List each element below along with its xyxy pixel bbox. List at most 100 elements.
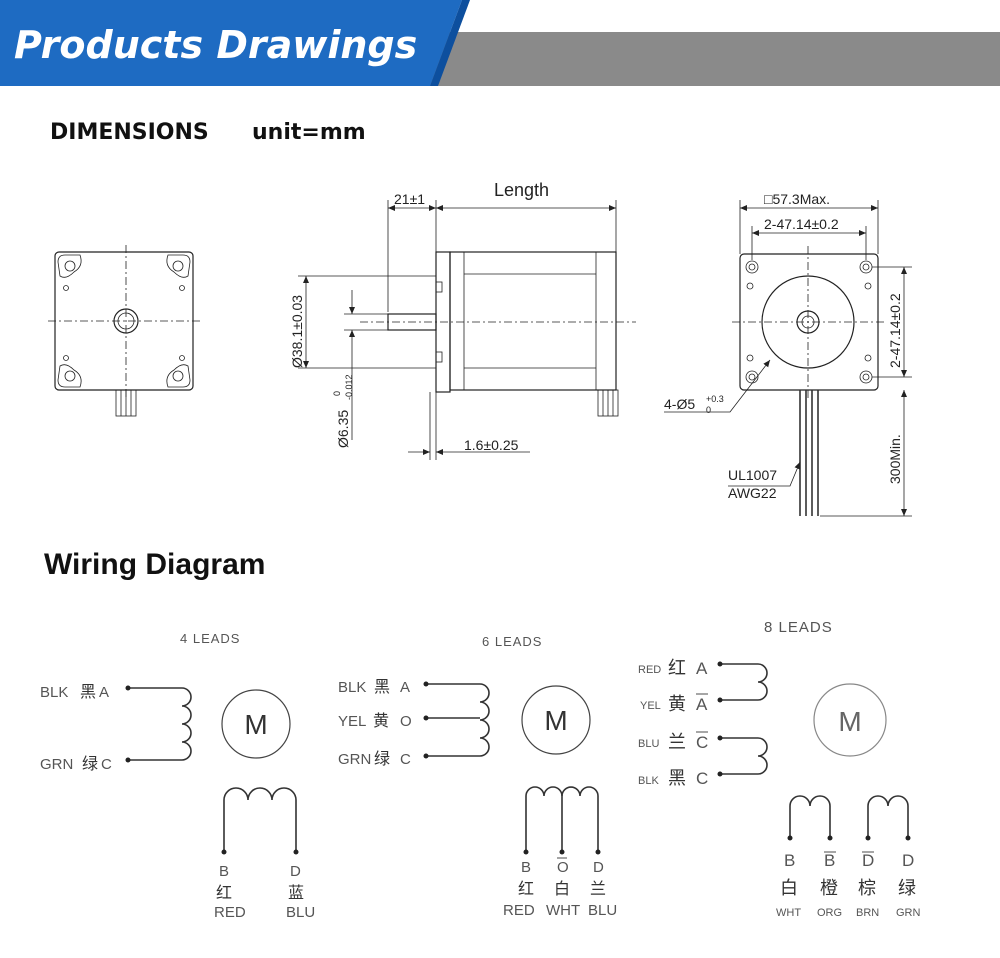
eight-leads-title: 8 LEADS <box>764 619 833 636</box>
cable-spec-1-label: UL1007 <box>728 467 777 483</box>
six-leads-bottom-en-2: BLU <box>588 902 617 919</box>
six-leads-left-cn-2: 绿 <box>374 749 390 768</box>
header-banner: Products Drawings <box>0 0 1000 86</box>
four-leads-terminal-d <box>293 849 299 855</box>
six-leads-motor-label: M <box>544 705 567 736</box>
six-leads-bottom-letter-2: D <box>593 859 604 876</box>
six-leads-terminal-a <box>423 681 429 687</box>
eight-leads-bottom-cn-3: 绿 <box>898 878 916 899</box>
eight-leads-terminal-c <box>717 771 723 777</box>
four-leads-bottom-en-0: RED <box>214 904 246 921</box>
eight-leads-left-en-1: YEL <box>640 700 661 712</box>
four-leads-terminal-b <box>221 849 227 855</box>
banner-gray-band <box>418 32 1000 86</box>
dimensions-heading: DIMENSIONS <box>50 120 209 145</box>
eight-leads-bottom-en-0: WHT <box>776 907 801 919</box>
shaft-tol-upper: 0 <box>332 391 342 396</box>
six-leads-left-cn-0: 黑 <box>374 677 390 696</box>
six-leads-bottom-cn-0: 红 <box>518 879 534 898</box>
eight-leads-left-cn-3: 黑 <box>668 768 686 789</box>
eight-leads-terminal-a <box>717 661 723 667</box>
hole-spacing-v-label: 2-47.14±0.2 <box>887 293 903 368</box>
shaft-diameter-label: Ø6.35 <box>335 410 351 448</box>
eight-leads-bottom-letter-0: B <box>784 851 795 870</box>
flange-thickness-label: 1.6±0.25 <box>464 437 519 453</box>
six-leads-terminal-o <box>423 715 429 721</box>
hole-spacing-h-label: 2-47.14±0.2 <box>764 216 839 232</box>
front-view <box>48 245 200 417</box>
eight-leads-left-cn-1: 黄 <box>668 694 686 715</box>
eight-leads-left-letter-3: C <box>696 769 708 788</box>
eight-leads-terminal-cbar <box>717 735 723 741</box>
four-leads-left-en-1: GRN <box>40 756 73 773</box>
four-leads-left-en-0: BLK <box>40 684 68 701</box>
eight-leads-left-letter-0: A <box>696 659 708 678</box>
eight-leads-terminal-d <box>905 835 911 841</box>
six-leads-left-letter-2: C <box>400 751 411 768</box>
length-label: Length <box>494 180 549 200</box>
shaft-diameter-group: Ø6.35 0 -0.012 <box>332 374 354 448</box>
eight-leads-left-letter-1: A <box>696 695 708 714</box>
mount-holes-label: 4-Ø5 <box>664 396 695 412</box>
banner-blue-band <box>0 0 462 86</box>
four-leads-motor <box>221 689 291 759</box>
four-leads-bottom-cn-1: 蓝 <box>288 883 304 902</box>
eight-leads-left-en-2: BLU <box>638 738 659 750</box>
eight-leads-motor-label: M <box>838 706 861 737</box>
eight-leads-bottom-en-1: ORG <box>817 907 842 919</box>
six-leads-terminal-d <box>595 849 601 855</box>
cable-length-label: 300Min. <box>887 434 903 484</box>
six-leads-bottom-en-1: WHT <box>546 902 580 919</box>
four-leads-title: 4 LEADS <box>180 631 240 646</box>
eight-leads-terminal-dbar <box>865 835 871 841</box>
shaft-tol-lower: -0.012 <box>344 374 354 400</box>
six-leads-left-en-1: YEL <box>338 713 366 730</box>
six-leads-terminal-b <box>523 849 529 855</box>
six-leads-bottom-en-0: RED <box>503 902 535 919</box>
hole-tol-upper: +0.3 <box>706 394 724 404</box>
four-leads-bottom-letter-0: B <box>219 863 229 880</box>
eight-leads-terminal-bbar <box>827 835 833 841</box>
six-leads-bottom-cn-1: 白 <box>554 879 570 898</box>
four-leads-bottom-en-1: BLU <box>286 904 315 921</box>
eight-leads-left-letter-2: C <box>696 733 708 752</box>
six-leads-left-cn-1: 黄 <box>373 711 389 730</box>
eight-leads-bottom-cn-1: 橙 <box>820 878 838 899</box>
cable-spec-2-label: AWG22 <box>728 485 777 501</box>
six-leads-left-en-2: GRN <box>338 751 371 768</box>
wiring-4-leads: 4 LEADS BLK 黑 A GRN 绿 C M B 红 RED D 蓝 BL… <box>40 631 315 921</box>
body-size-label: □57.3Max. <box>764 191 830 207</box>
eight-leads-bottom-letter-2: D <box>862 851 874 870</box>
wiring-8-leads: 8 LEADS RED 红 A YEL 黄 A BLU 兰 C BLK 黑 C … <box>638 619 921 919</box>
eight-leads-terminal-b <box>787 835 793 841</box>
wiring-6-leads: 6 LEADS BLK 黑 A YEL 黄 O GRN 绿 C M B O D … <box>338 634 617 919</box>
shaft-length-label: 21±1 <box>394 191 425 207</box>
six-leads-left-letter-0: A <box>400 679 410 696</box>
eight-leads-bottom-cn-0: 白 <box>780 878 798 899</box>
eight-leads-terminal-abar <box>717 697 723 703</box>
four-leads-left-letter-1: C <box>101 756 112 773</box>
eight-leads-bottom-letter-3: D <box>902 851 914 870</box>
eight-leads-left-cn-2: 兰 <box>668 732 686 753</box>
four-leads-left-letter-0: A <box>99 684 109 701</box>
six-leads-terminal-o2 <box>559 849 565 855</box>
banner-blue-accent <box>430 0 470 86</box>
six-leads-motor <box>521 685 591 755</box>
four-leads-bottom-letter-1: D <box>290 863 301 880</box>
four-leads-left-cn-0: 黑 <box>80 682 96 701</box>
eight-leads-motor <box>813 683 887 757</box>
four-leads-terminal-a <box>125 685 131 691</box>
six-leads-bottom-letter-0: B <box>521 859 531 876</box>
banner-title: Products Drawings <box>14 23 417 67</box>
end-view: □57.3Max. 2-47.14±0.2 2-47.14±0.2 300Min… <box>664 191 912 517</box>
six-leads-left-letter-1: O <box>400 713 412 730</box>
eight-leads-bottom-cn-2: 棕 <box>858 878 876 899</box>
four-leads-bottom-cn-0: 红 <box>216 883 232 902</box>
eight-leads-bottom-letter-1: B <box>824 851 835 870</box>
unit-label: unit=mm <box>252 120 366 145</box>
six-leads-bottom-cn-2: 兰 <box>590 879 606 898</box>
hole-tol-lower: 0 <box>706 405 711 415</box>
six-leads-title: 6 LEADS <box>482 634 542 649</box>
eight-leads-left-en-3: BLK <box>638 775 659 787</box>
